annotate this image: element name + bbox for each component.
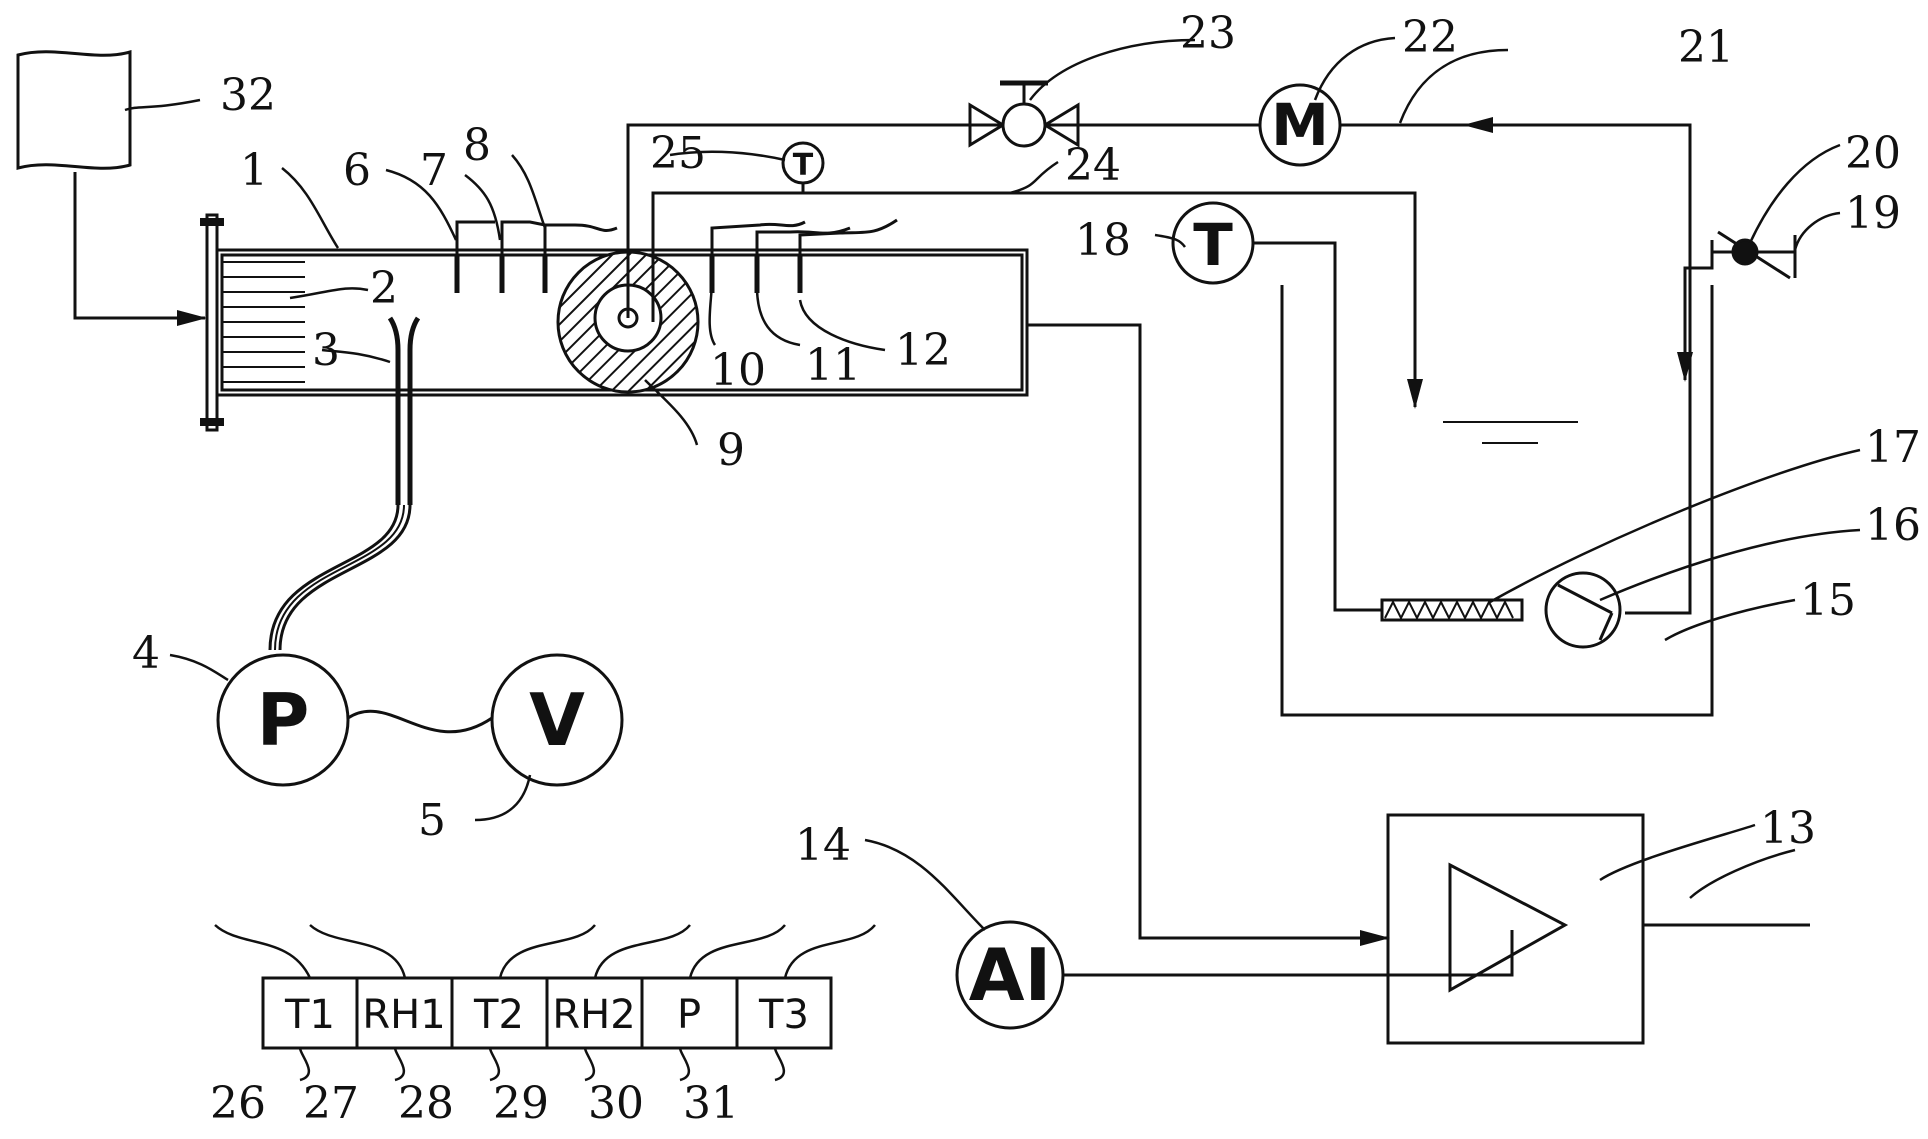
sensor-box-t3: T3 [758, 992, 809, 1038]
heater-17 [1380, 598, 1524, 622]
pump-16 [1544, 571, 1622, 649]
ref-29: 29 [493, 1078, 549, 1129]
ref-17: 17 [1865, 422, 1921, 473]
power-supply-32 [16, 50, 132, 170]
ref-7: 7 [420, 145, 448, 196]
ref-4: 4 [132, 628, 160, 679]
valve-20 [1731, 238, 1759, 266]
ref-16: 16 [1865, 500, 1921, 551]
ref-25: 25 [650, 128, 706, 179]
ref-2: 2 [370, 263, 398, 314]
sensors-10-11-12 [709, 255, 803, 293]
sensor-boxes [261, 976, 833, 1050]
ref-6: 6 [343, 145, 371, 196]
valve-23 [968, 80, 1080, 148]
ref-24: 24 [1065, 140, 1121, 191]
sensor-box-p: P [677, 992, 701, 1038]
ref-12: 12 [895, 325, 951, 376]
sensor-box-rh2: RH2 [552, 992, 635, 1038]
ref-18: 18 [1075, 215, 1131, 266]
temp-symbol-25: T [793, 148, 814, 183]
sensor-box-t2: T2 [473, 992, 524, 1038]
ref-15: 15 [1800, 575, 1856, 626]
ref-11: 11 [805, 340, 861, 391]
ref-28: 28 [398, 1078, 454, 1129]
sensor-box-rh1: RH1 [362, 992, 445, 1038]
voltmeter-symbol: V [529, 678, 585, 762]
ref-21: 21 [1678, 22, 1734, 73]
fins-2 [222, 261, 305, 383]
amplifier-13 [1386, 813, 1645, 1045]
ref-14: 14 [795, 820, 851, 871]
ref-8: 8 [463, 120, 491, 171]
pump-4 [216, 653, 350, 787]
ref-9: 9 [717, 425, 745, 476]
ref-22: 22 [1402, 12, 1458, 63]
tube-1 [215, 248, 1029, 397]
sensor-box-t1: T1 [284, 992, 335, 1038]
sensors-6-7-8 [454, 255, 548, 293]
temp-symbol-18: T [1193, 211, 1233, 279]
ref-5: 5 [418, 795, 446, 846]
ref-20: 20 [1845, 128, 1901, 179]
pump-symbol: P [257, 678, 310, 762]
ref-10: 10 [710, 345, 766, 396]
ai-symbol: AI [969, 933, 1052, 1017]
ref-32: 32 [220, 70, 276, 121]
ref-26: 26 [210, 1078, 266, 1129]
ref-3: 3 [312, 325, 340, 376]
ref-27: 27 [303, 1078, 359, 1129]
voltmeter-5 [490, 653, 624, 787]
ref-30: 30 [588, 1078, 644, 1129]
ref-31: 31 [683, 1078, 739, 1129]
ref-1: 1 [240, 145, 268, 196]
ref-13: 13 [1760, 803, 1816, 854]
motor-22 [1258, 83, 1342, 167]
ref-19: 19 [1845, 188, 1901, 239]
motor-symbol: M [1271, 91, 1329, 159]
ref-23: 23 [1180, 8, 1236, 59]
tank-15 [1280, 285, 1714, 717]
probe-3 [268, 316, 421, 651]
supply-line [73, 172, 207, 326]
